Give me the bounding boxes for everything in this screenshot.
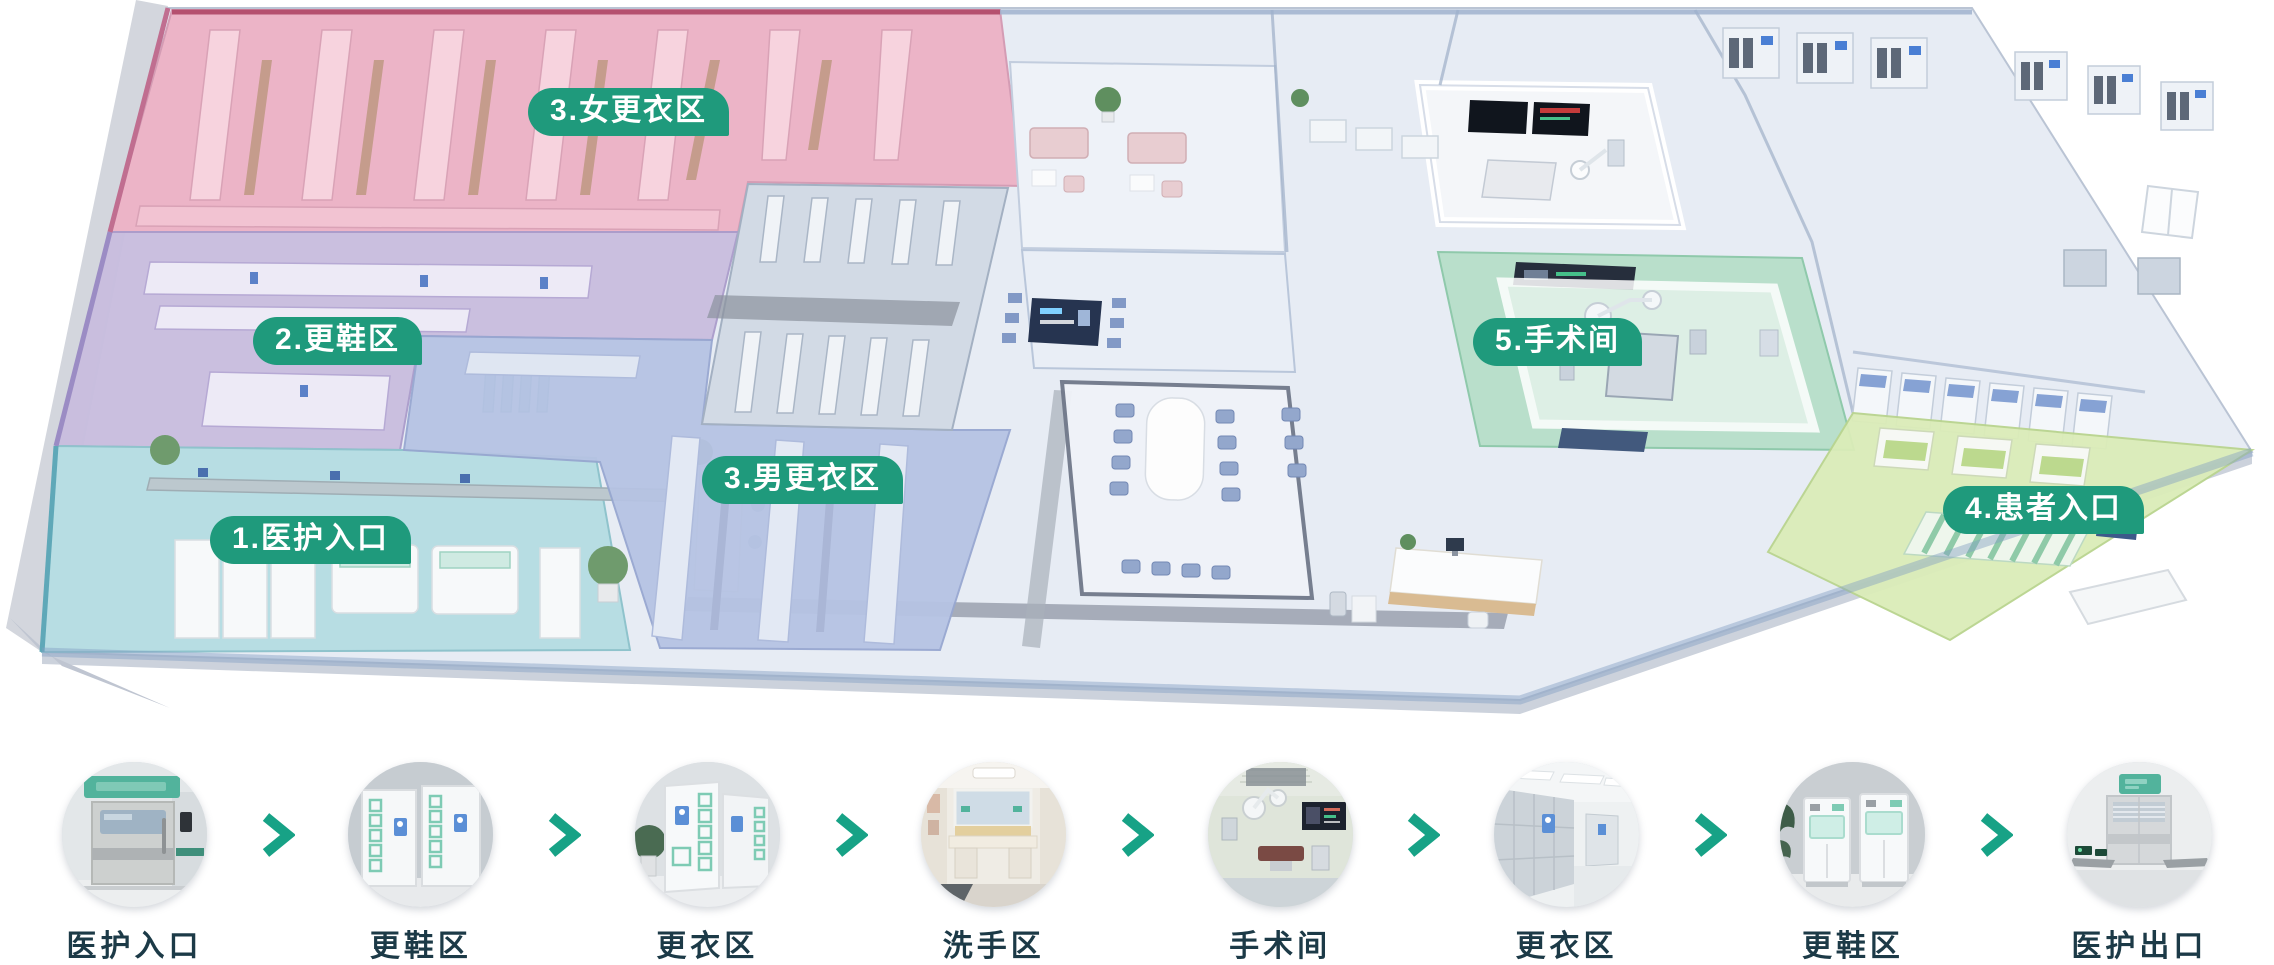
- arrow-chevron-icon: [1406, 813, 1442, 862]
- workflow-step-label: 更鞋区: [369, 930, 472, 963]
- patient-bed-bay: [1851, 350, 2146, 450]
- imaging-or-room: [1414, 79, 1687, 231]
- scrub-sinks-photo: [921, 762, 1067, 907]
- arrow-chevron-icon: [1693, 813, 1728, 862]
- zone-label-patient-entrance: 4.患者入口: [1943, 486, 2145, 534]
- zone-label-staff-entrance: 1.医护入口: [210, 516, 412, 564]
- arrow-chevron-icon: [547, 813, 583, 862]
- workflow-step-label: 手术间: [1229, 930, 1332, 963]
- glass-front-walls: [41, 447, 2254, 705]
- workflow-step-shoe-change-1: 更鞋区: [348, 762, 494, 965]
- workflow-step-label: 更衣区: [1515, 930, 1618, 963]
- workflow-step-label: 更衣区: [656, 930, 759, 963]
- arrow-chevron-icon: [261, 813, 296, 862]
- workflow-step-label: 医护出口: [2071, 930, 2208, 963]
- workflow-step-operating-room: 手术间: [1207, 762, 1353, 965]
- staff-exit-photo: [2066, 762, 2212, 907]
- zone-label-operating-room: 5.手术间: [1473, 318, 1643, 366]
- reception-desk: [1329, 534, 1543, 629]
- shoe-cabinets-photo: [1780, 762, 1926, 907]
- left-wall-accents: [39, 7, 1972, 653]
- workflow-step-shoe-change-2: 更鞋区: [1780, 762, 1926, 965]
- workflow-step-label: 更鞋区: [1801, 930, 1904, 963]
- upper-rooms: [1270, 9, 2214, 414]
- conference-room: [1059, 379, 1315, 601]
- workflow-strip: 医护入口: [0, 762, 2274, 965]
- arrow-chevron-icon: [1979, 813, 2015, 862]
- workflow-step-staff-entrance: 医护入口: [62, 762, 207, 965]
- workflow-step-label: 洗手区: [942, 930, 1045, 963]
- zone-label-men-changing: 3.男更衣区: [702, 456, 904, 504]
- workflow-step-label: 医护入口: [66, 930, 203, 963]
- workflow-step-changing-1: 更衣区: [634, 762, 780, 965]
- operating-room-photo: [1207, 762, 1353, 907]
- staff-entrance-photo: [62, 762, 207, 907]
- zone-label-women-changing: 3.女更衣区: [528, 88, 730, 136]
- media-room: [1002, 248, 1297, 374]
- clothes-lockers-photo: [634, 762, 780, 907]
- locker-corridor-photo: [1494, 762, 1640, 907]
- zone-label-shoe-change: 2.更鞋区: [253, 317, 423, 365]
- workflow-step-staff-exit: 医护出口: [2066, 762, 2212, 965]
- arrow-chevron-icon: [834, 813, 869, 862]
- floor-plan-rendering: [6, 0, 2256, 714]
- arrow-chevron-icon: [1120, 813, 1155, 862]
- workflow-step-scrub: 洗手区: [921, 762, 1067, 965]
- shoe-lockers-photo: [348, 762, 494, 907]
- floor-plan: 3.女更衣区 2.更鞋区 1.医护入口 3.男更衣区 5.手术间 4.患者入口: [6, 0, 2256, 714]
- lounge-room: [1008, 60, 1287, 254]
- scrub-room: [700, 182, 1010, 432]
- workflow-step-changing-2: 更衣区: [1494, 762, 1640, 965]
